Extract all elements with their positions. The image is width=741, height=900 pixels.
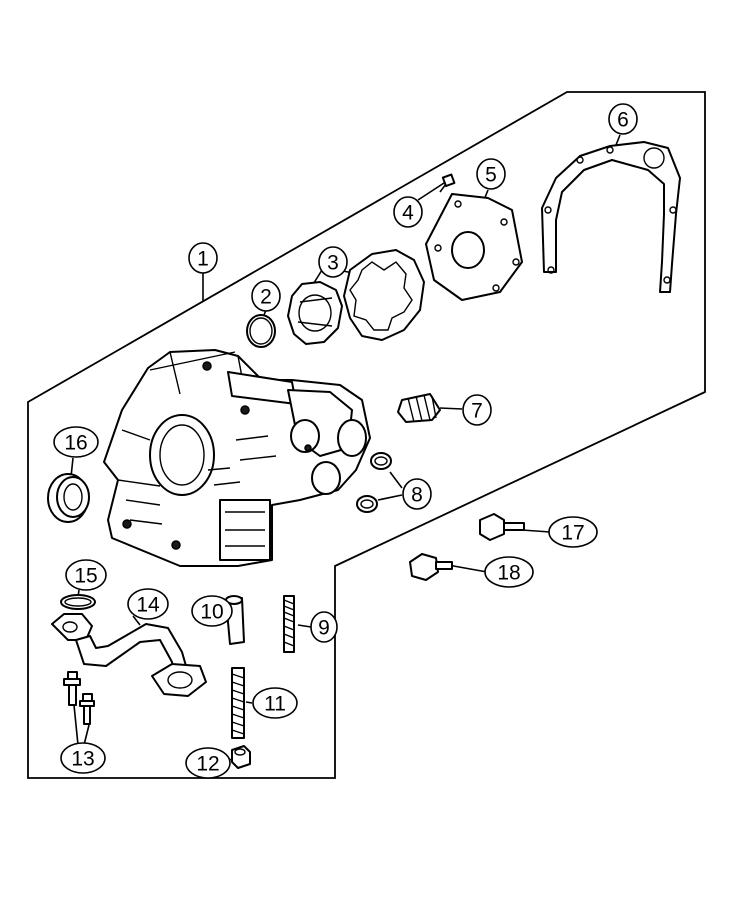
callout-5-label: 5 [485, 164, 497, 187]
callout-17: 17 [548, 516, 598, 548]
callout-15: 15 [65, 559, 107, 591]
callout-4: 4 [393, 196, 423, 228]
callout-10: 10 [191, 595, 233, 627]
callout-7: 7 [462, 394, 492, 426]
callout-8: 8 [402, 478, 432, 510]
cover-screw [439, 173, 456, 193]
callout-11: 11 [252, 687, 298, 719]
callout-3: 3 [318, 246, 348, 278]
callout-2: 2 [251, 280, 281, 312]
assembly-group-outline [27, 91, 706, 779]
front-crankshaft-seal [47, 473, 90, 523]
bolt-18 [409, 553, 453, 581]
callout-2-label: 2 [260, 286, 272, 309]
callout-3-label: 3 [327, 252, 339, 275]
cover-gasket [541, 141, 681, 293]
pickup-bolts [63, 671, 95, 725]
pump-rotor-set [287, 249, 425, 345]
callout-16-label: 16 [64, 432, 87, 455]
callout-15-label: 15 [74, 565, 97, 588]
callout-10-label: 10 [200, 601, 223, 624]
callout-8-label: 8 [411, 484, 423, 507]
bolt-17 [479, 513, 525, 541]
callout-6: 6 [608, 103, 638, 135]
pickup-o-ring [60, 594, 96, 610]
callout-13-label: 13 [71, 748, 94, 771]
stud-9 [283, 595, 295, 653]
stud-11 [231, 667, 245, 739]
callout-6-label: 6 [617, 109, 629, 132]
callout-18: 18 [484, 556, 534, 588]
oil-pickup-tube [51, 613, 207, 697]
callout-14: 14 [127, 588, 169, 620]
callout-13: 13 [60, 742, 106, 774]
callout-12-label: 12 [196, 753, 219, 776]
callout-12: 12 [185, 747, 231, 779]
pickup-o-ring-inner [64, 597, 92, 607]
callout-16: 16 [53, 426, 99, 458]
callout-1-label: 1 [197, 248, 209, 271]
callout-9: 9 [310, 611, 338, 643]
pump-cover-plate [425, 193, 523, 301]
callout-1: 1 [188, 242, 218, 274]
callout-5: 5 [476, 158, 506, 190]
callout-14-label: 14 [136, 594, 160, 617]
nut [231, 745, 251, 769]
callout-4-label: 4 [402, 202, 414, 225]
oil-pump-body [103, 349, 371, 567]
callout-18-label: 18 [497, 562, 520, 585]
o-ring-inner [249, 317, 273, 345]
callout-17-label: 17 [561, 522, 584, 545]
callout-9-label: 9 [318, 617, 330, 640]
seal-rings [356, 452, 392, 513]
callout-7-label: 7 [471, 400, 483, 423]
relief-valve-spring [397, 393, 441, 423]
o-ring [246, 314, 276, 348]
callout-11-label: 11 [264, 693, 286, 716]
